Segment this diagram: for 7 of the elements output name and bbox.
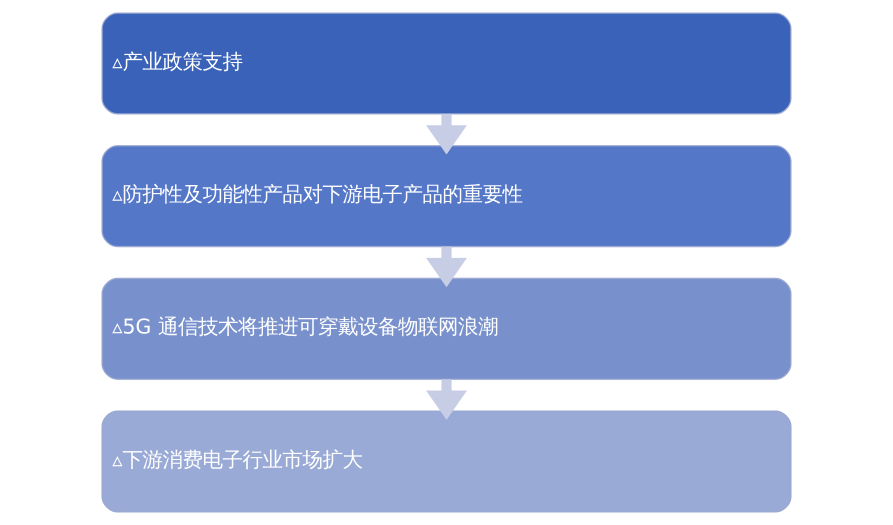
- arrow: [426, 246, 468, 288]
- node-box: ▵下游消费电子行业市场扩大: [101, 410, 792, 512]
- arrow: [426, 379, 468, 420]
- node-box: ▵5G 通信技术将推进可穿戴设备物联网浪潮: [101, 278, 792, 380]
- node-box: ▵产业政策支持: [101, 12, 792, 115]
- arrow: [426, 114, 468, 155]
- node-box: ▵防护性及功能性产品对下游电子产品的重要性: [101, 145, 792, 248]
